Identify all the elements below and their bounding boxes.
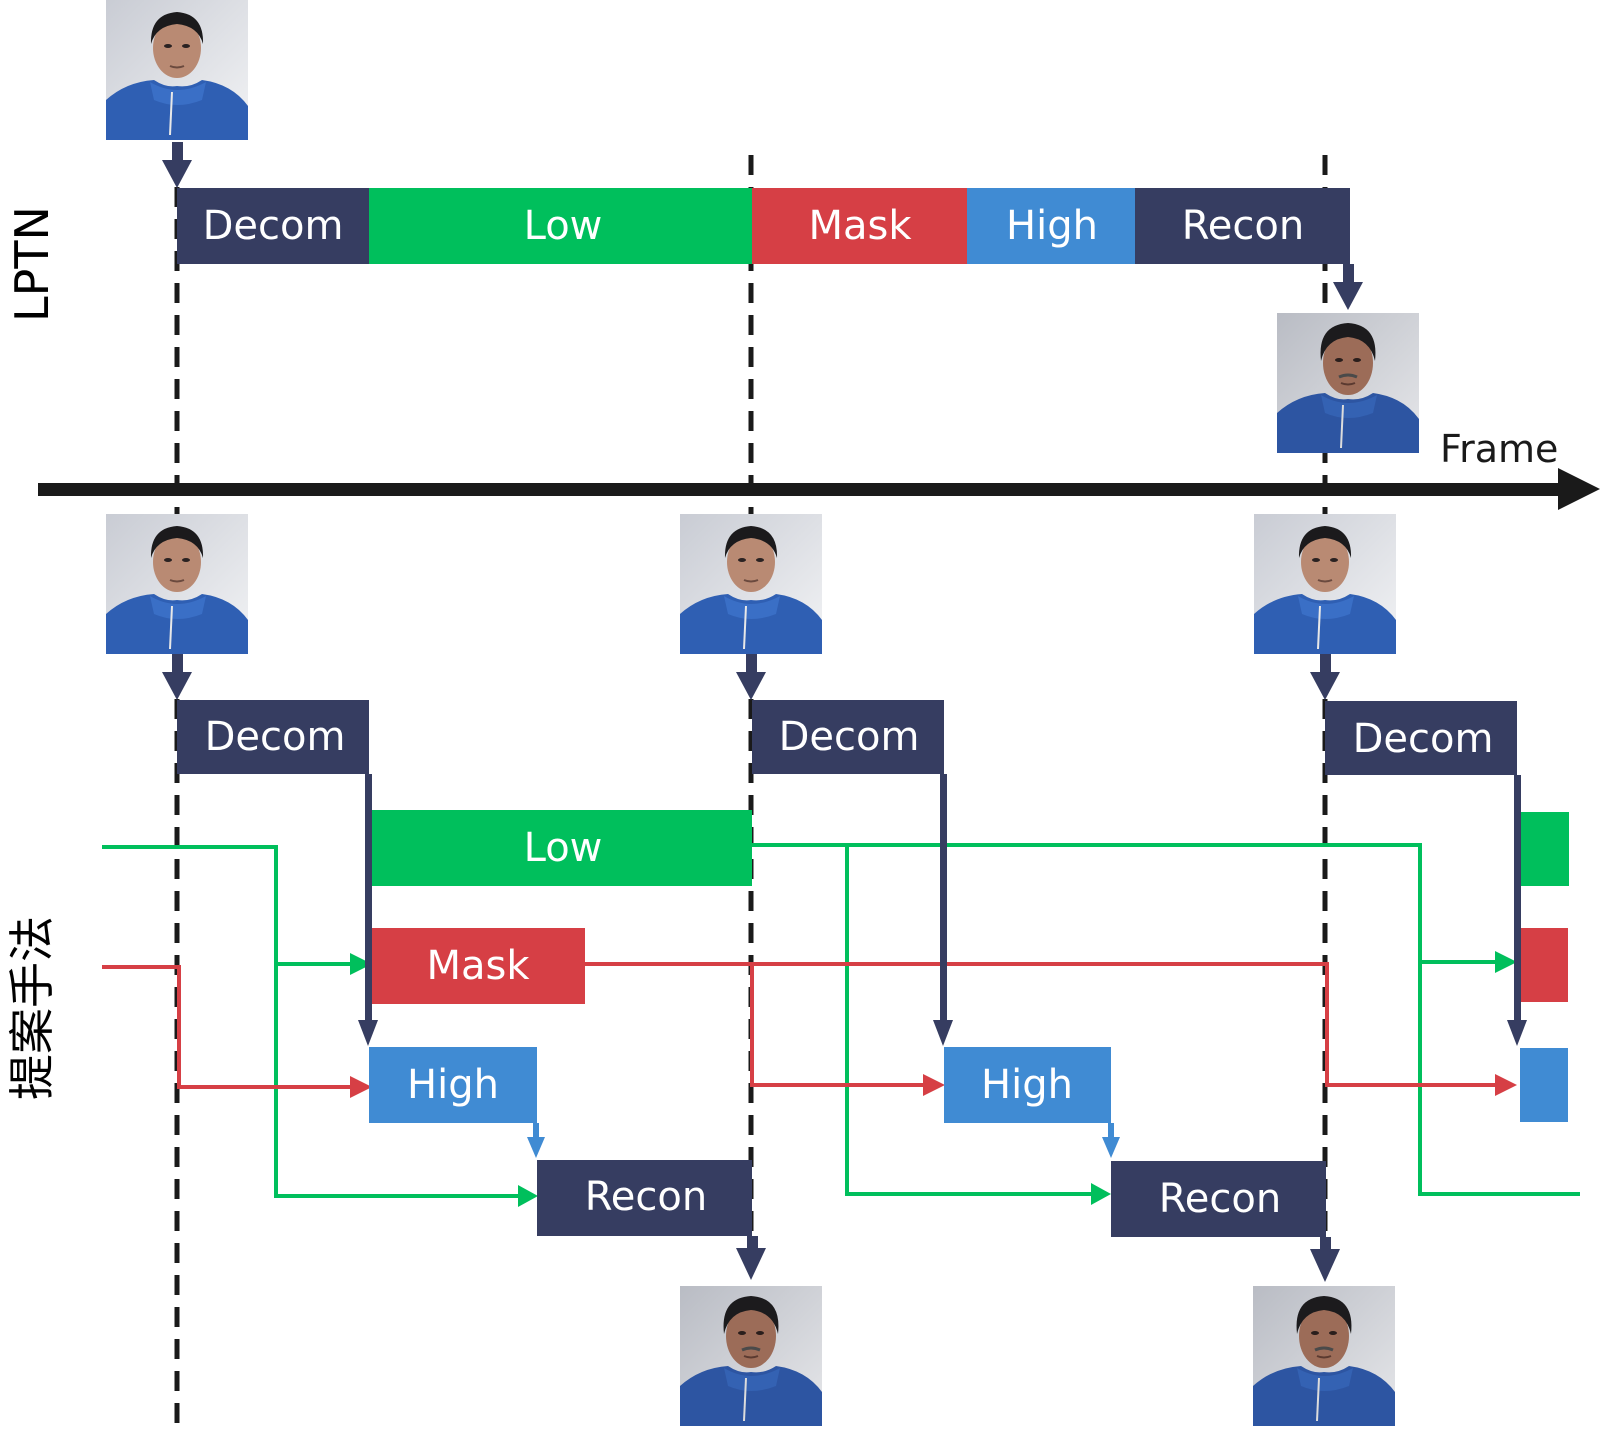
- low-signal-routing: [102, 843, 1580, 1198]
- frame2-high-label: High: [981, 1062, 1073, 1108]
- lptn-high-block: [967, 188, 1135, 264]
- arrow-down-icon: [736, 1236, 766, 1280]
- frame1-recon-block: [537, 1160, 752, 1236]
- frame-axis-label: Frame: [1440, 427, 1558, 471]
- frame1-decom-label: Decom: [205, 714, 346, 760]
- frame1-high-block: [369, 1047, 537, 1123]
- arrow-down-icon: [162, 654, 192, 700]
- proposed-input-face-image-1: [105, 513, 249, 655]
- lptn-low-block: [369, 188, 752, 264]
- arrow-down-icon: [933, 774, 953, 1046]
- arrow-down-icon: [736, 654, 766, 700]
- arrow-down-icon: [1310, 1237, 1340, 1282]
- frame1-low-label: Low: [524, 825, 603, 871]
- lptn-decom-block: [177, 188, 369, 264]
- arrow-down-icon: [358, 774, 378, 1046]
- arrow-down-icon: [1333, 264, 1363, 310]
- lptn-decom-label: Decom: [203, 203, 344, 249]
- proposed-row-label: 提案手法: [5, 916, 59, 1100]
- proposed-input-face-image-3: [1253, 513, 1397, 655]
- frame3-mask-block: [1521, 928, 1568, 1002]
- frame2-high-block: [944, 1047, 1111, 1123]
- arrow-down-icon: [162, 142, 192, 188]
- low-signal-arrowheads: [350, 951, 1517, 1207]
- frame2-decom-label: Decom: [779, 714, 920, 760]
- frame-time-axis: Frame: [38, 427, 1600, 510]
- arrow-down-icon: [1102, 1123, 1120, 1158]
- lptn-high-label: High: [1006, 203, 1098, 249]
- lptn-row-label: LPTN: [5, 206, 59, 322]
- frame2-recon-label: Recon: [1159, 1176, 1281, 1222]
- proposed-input-face-image-2: [679, 513, 823, 655]
- lptn-recon-block: [1135, 188, 1350, 264]
- frame3-low-block: [1521, 812, 1569, 886]
- lptn-low-label: Low: [524, 203, 603, 249]
- frame1-mask-label: Mask: [426, 943, 530, 989]
- lptn-row: Decom Low Mask High Recon: [105, 0, 1421, 455]
- proposed-output-face-image-1: [678, 1284, 824, 1428]
- arrow-down-icon: [527, 1123, 545, 1158]
- frame1-decom-block: [177, 700, 369, 774]
- lptn-recon-label: Recon: [1182, 203, 1304, 249]
- frame2-recon-block: [1111, 1161, 1326, 1237]
- proposed-output-face-image-2: [1251, 1284, 1397, 1428]
- lptn-output-face-image: [1275, 311, 1421, 455]
- lptn-mask-block: [752, 188, 967, 264]
- frame1-low-block: [372, 810, 752, 886]
- frame1-high-label: High: [407, 1062, 499, 1108]
- mask-signal-arrowheads: [350, 1074, 1517, 1098]
- axis-arrowhead-icon: [1558, 468, 1600, 510]
- mask-signal-routing: [102, 962, 1497, 1089]
- frame2-decom-block: [752, 700, 944, 774]
- frame3-decom-block: [1325, 701, 1517, 775]
- lptn-mask-label: Mask: [808, 203, 912, 249]
- frame3-high-block: [1520, 1048, 1568, 1122]
- arrow-down-icon: [1507, 775, 1527, 1046]
- proposed-row: Decom Low Mask High Recon Decom: [102, 513, 1580, 1428]
- arrow-down-icon: [1310, 654, 1340, 700]
- frame1-mask-block: [372, 928, 585, 1004]
- frame1-recon-label: Recon: [585, 1174, 707, 1220]
- frame3-decom-label: Decom: [1353, 716, 1494, 762]
- lptn-input-face-image: [105, 0, 249, 141]
